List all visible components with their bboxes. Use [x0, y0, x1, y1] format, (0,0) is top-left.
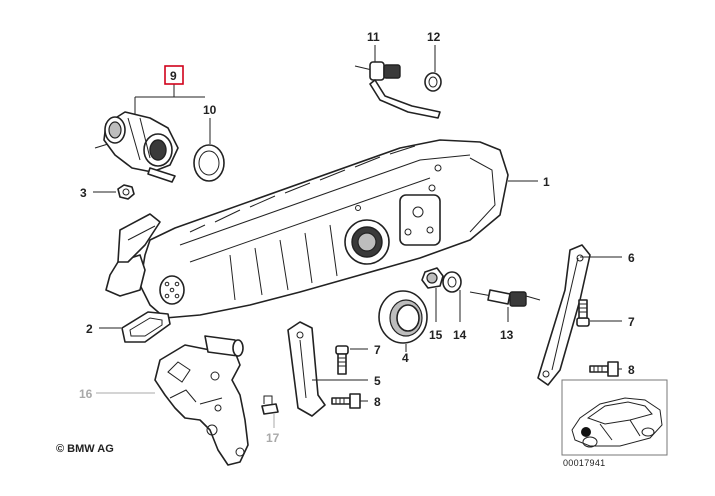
- temperature-sensor-part[interactable]: [469, 289, 541, 307]
- screw-part-lower[interactable]: [331, 393, 361, 409]
- active-callout-frame: [164, 65, 184, 85]
- callout-12[interactable]: 12: [427, 30, 441, 44]
- callout-2[interactable]: 2: [86, 322, 93, 336]
- callout-labels: 1 2 3 4 5 6 7 7 8 8 9 10 11 12 13 14 15 …: [79, 30, 635, 445]
- callout-4[interactable]: 4: [402, 351, 409, 365]
- callout-8-right[interactable]: 8: [628, 363, 635, 377]
- ring-part[interactable]: [442, 271, 462, 293]
- leader-lines: [93, 45, 622, 428]
- copyright-label: © BMW AG: [56, 443, 114, 455]
- stud-part[interactable]: [261, 395, 279, 415]
- sealing-ring-part[interactable]: [378, 290, 428, 344]
- screw-part-right[interactable]: [589, 361, 619, 377]
- bolt-part-lower[interactable]: [335, 345, 349, 375]
- callout-7-right[interactable]: 7: [628, 315, 635, 329]
- cap-part[interactable]: [421, 267, 444, 289]
- callout-15[interactable]: 15: [429, 328, 443, 342]
- sensor-part[interactable]: [354, 61, 441, 119]
- washer-part[interactable]: [424, 72, 442, 92]
- callout-11[interactable]: 11: [367, 30, 380, 44]
- bracket-part[interactable]: [287, 321, 326, 417]
- intake-manifold-part[interactable]: [105, 139, 509, 319]
- callout-3[interactable]: 3: [80, 186, 87, 200]
- callout-16[interactable]: 16: [79, 387, 93, 401]
- callout-10[interactable]: 10: [203, 103, 217, 117]
- bolt-part-upper[interactable]: [576, 299, 590, 327]
- callout-1[interactable]: 1: [543, 175, 550, 189]
- idle-control-valve-part[interactable]: [94, 111, 179, 183]
- callout-13[interactable]: 13: [500, 328, 514, 342]
- callout-8-lower[interactable]: 8: [374, 395, 381, 409]
- callout-14[interactable]: 14: [453, 328, 467, 342]
- o-ring-part[interactable]: [193, 144, 225, 182]
- diagram-id-label: 00017941: [563, 458, 606, 468]
- mounting-plate-part[interactable]: [154, 335, 249, 466]
- callout-17[interactable]: 17: [266, 431, 280, 445]
- callout-6[interactable]: 6: [628, 251, 635, 265]
- location-marker-icon: [581, 427, 591, 437]
- callout-9[interactable]: 9: [170, 69, 177, 83]
- callout-5[interactable]: 5: [374, 374, 381, 388]
- support-bracket-part[interactable]: [537, 244, 591, 386]
- gasket-part[interactable]: [121, 311, 171, 343]
- nut-part[interactable]: [117, 184, 135, 200]
- callout-7-lower[interactable]: 7: [374, 343, 381, 357]
- vehicle-thumbnail: [561, 379, 668, 456]
